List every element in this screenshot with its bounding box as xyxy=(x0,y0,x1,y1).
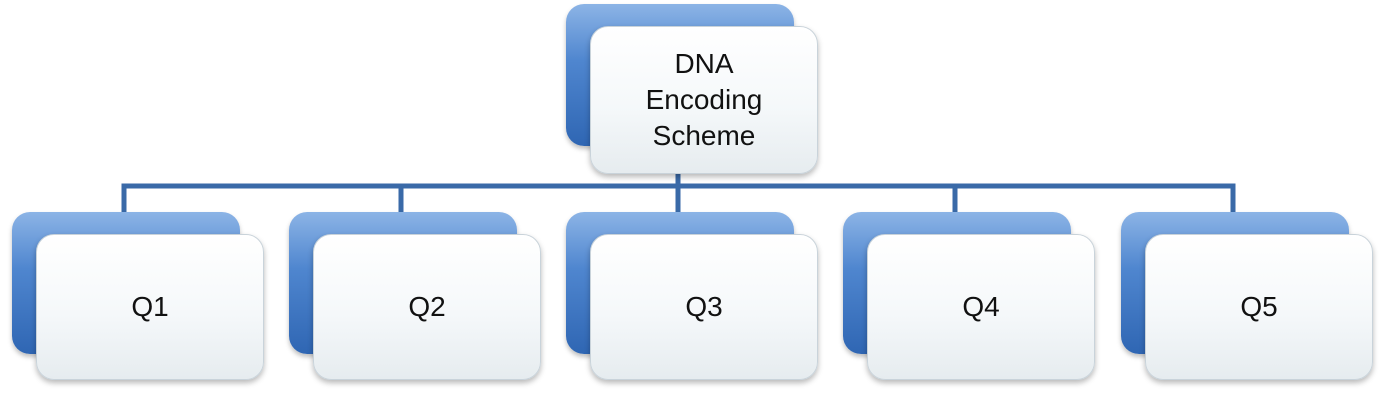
child-node-label: Q3 xyxy=(685,291,723,322)
child-node-box: Q5 xyxy=(1145,234,1373,380)
child-node-label: Q2 xyxy=(408,291,446,322)
child-node-box: Q1 xyxy=(36,234,264,380)
child-node-box: Q3 xyxy=(590,234,818,380)
child-node-box: Q2 xyxy=(313,234,541,380)
child-node-box: Q4 xyxy=(867,234,1095,380)
child-node-label: Q1 xyxy=(131,291,169,322)
root-node-box: DNA Encoding Scheme xyxy=(590,26,818,174)
child-node-label: Q4 xyxy=(962,291,1000,322)
child-node-label: Q5 xyxy=(1240,291,1278,322)
root-node-label: DNA Encoding Scheme xyxy=(645,48,763,151)
